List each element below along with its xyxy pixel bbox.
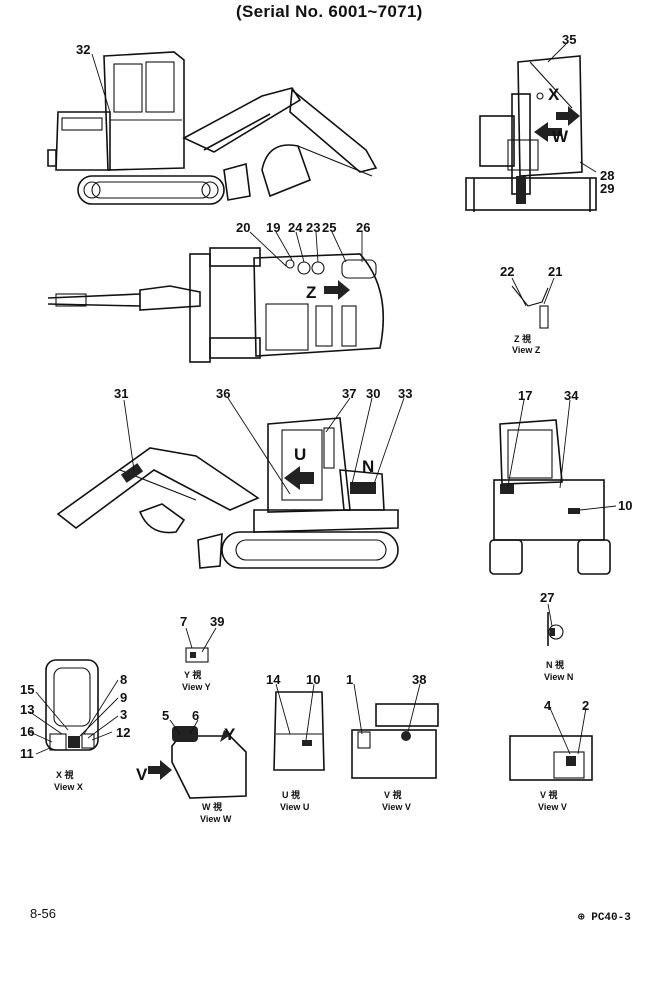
view-u-label: View U [280,802,309,812]
view-y-kanji: Y 視 [184,669,201,680]
callout-32: 32 [76,42,90,57]
callout-24: 24 [288,220,303,235]
view-w-kanji: W 視 [202,801,222,812]
view-z-kanji: Z 視 [514,333,531,344]
callout-30: 30 [366,386,380,401]
callout-27: 27 [540,590,554,605]
view-x-kanji: X 視 [56,769,74,780]
callout-6: 6 [192,708,199,723]
callout-21: 21 [548,264,562,279]
view-w-detail [148,726,247,799]
callout-31: 31 [114,386,128,401]
arrow-letter-z: Z [306,283,316,302]
callout-22: 22 [500,264,514,279]
arrow-letter-v: V [136,765,148,784]
view-u-detail [273,691,325,771]
view-v-kanji-2: V 視 [540,789,558,800]
excavator-rear-view-top [465,55,597,212]
model-label: ⊕ PC40-3 [578,910,631,924]
callout-numbers: 32 35 28 29 20 19 24 23 25 26 22 21 31 3… [20,32,632,761]
view-y-label: View Y [182,682,211,692]
view-x-detail [45,659,99,751]
view-u-kanji: U 視 [282,789,300,800]
callout-20: 20 [236,220,250,235]
callout-7: 7 [180,614,187,629]
callout-25: 25 [322,220,336,235]
callout-36: 36 [216,386,230,401]
arrow-letter-u: U [294,445,306,464]
callout-3: 3 [120,707,127,722]
view-v-label-1: View V [382,802,411,812]
callout-10-view-u: 10 [306,672,320,687]
arrow-letter-n: N [362,457,374,476]
callout-12: 12 [116,725,130,740]
callout-33: 33 [398,386,412,401]
callout-15: 15 [20,682,34,697]
callout-38: 38 [412,672,426,687]
callout-10-front: 10 [618,498,632,513]
callout-8: 8 [120,672,127,687]
view-v-kanji-1: V 視 [384,789,402,800]
arrow-letter-y: Y [224,725,236,744]
callout-39: 39 [210,614,224,629]
callout-13: 13 [20,702,34,717]
excavator-side-view-bottom [56,417,399,569]
view-v-label-2: View V [538,802,567,812]
callout-17: 17 [518,388,532,403]
view-n-label: View N [544,672,573,682]
view-v-detail-1 [351,703,439,779]
model-name: PC40-3 [591,912,631,924]
callout-29: 29 [600,181,614,196]
callout-11: 11 [20,746,34,761]
model-mark-icon: ⊕ [578,912,585,924]
callout-16: 16 [20,724,34,739]
callout-14: 14 [266,672,281,687]
view-z-label: View Z [512,345,541,355]
view-v-detail-2 [509,707,593,781]
leader-lines [29,43,617,755]
callout-23: 23 [306,220,320,235]
view-y-detail [185,647,209,663]
callout-35: 35 [562,32,576,47]
callout-34: 34 [564,388,579,403]
view-n-kanji: N 視 [546,659,564,670]
arrow-letter-w: W [552,127,569,146]
callout-2: 2 [582,698,589,713]
view-x-label: View X [54,782,83,792]
excavator-front-view [489,419,611,575]
excavator-top-view [47,247,385,363]
callout-37: 37 [342,386,356,401]
excavator-side-view-top [47,51,378,205]
callout-26: 26 [356,220,370,235]
arrow-letter-x: X [548,85,560,104]
callout-1: 1 [346,672,353,687]
callout-4: 4 [544,698,552,713]
serial-number-header: (Serial No. 6001~7071) [236,2,423,21]
callout-9: 9 [120,690,127,705]
view-w-label: View W [200,814,232,824]
page-number: 8-56 [30,906,57,921]
callout-5: 5 [162,708,169,723]
view-n-detail [547,612,564,646]
callout-19: 19 [266,220,280,235]
callout-28: 28 [600,168,614,183]
view-z-detail [511,277,555,329]
